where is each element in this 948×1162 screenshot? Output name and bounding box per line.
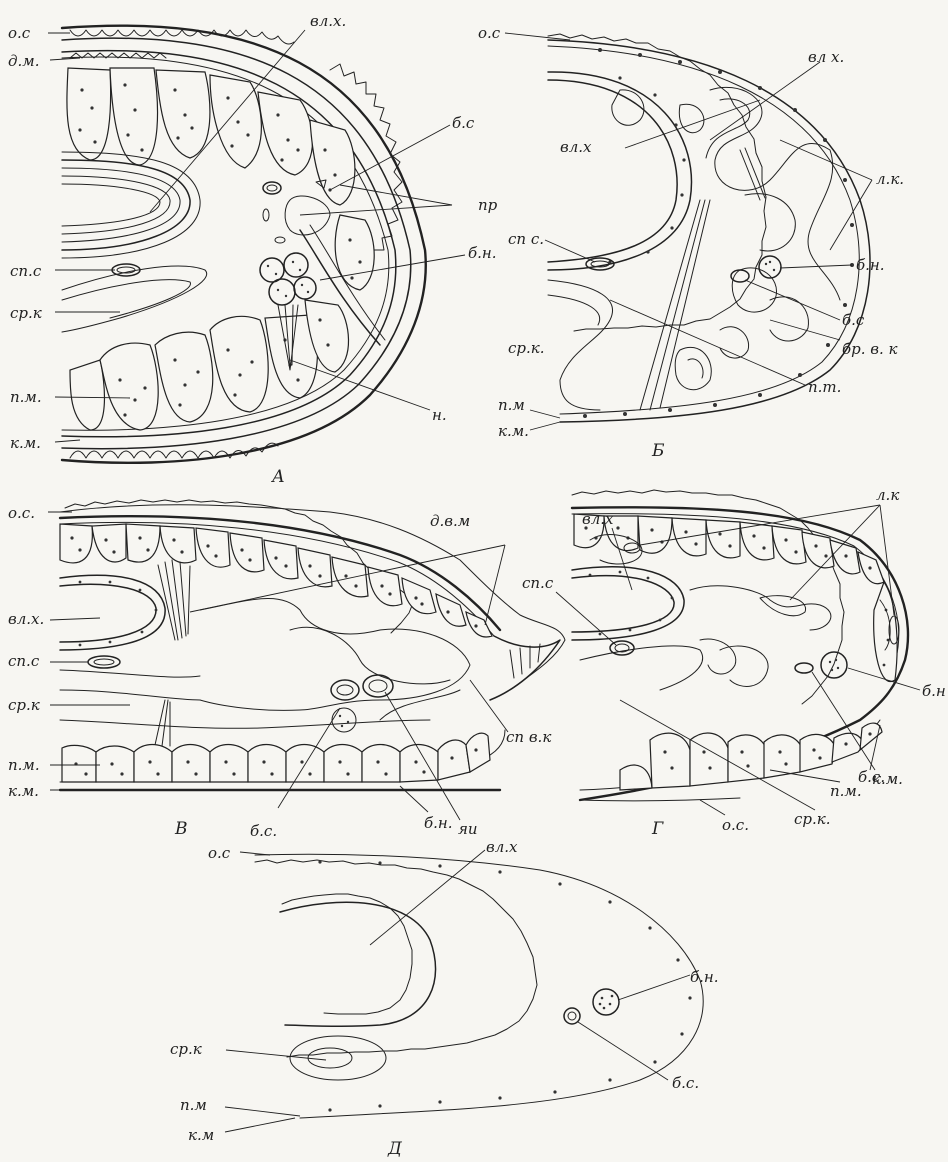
label-g-lk: л.к <box>876 486 899 504</box>
label-b-vlh-top: вл х. <box>808 48 844 66</box>
label-a-srk: ср.к <box>10 304 42 322</box>
label-a-os: о.с <box>8 24 31 42</box>
label-v-spc: сп.с <box>8 652 40 670</box>
panel-letter-a: А <box>271 467 285 487</box>
label-b-pt: п.т. <box>808 378 841 396</box>
label-a-vlh: вл.х. <box>310 12 346 30</box>
label-v-km: к.м. <box>8 782 39 800</box>
label-v-vlh: вл.х. <box>8 610 44 628</box>
label-a-pm: п.м. <box>10 388 42 406</box>
label-b-lk: л.к. <box>876 170 904 188</box>
label-a-spc: сп.с <box>10 262 42 280</box>
label-g-km: к.м. <box>872 770 903 788</box>
label-d-srk: ср.к <box>170 1040 202 1058</box>
label-d-vlh: вл.х <box>486 838 518 856</box>
label-b-brvk: бр. в. к <box>842 340 898 358</box>
label-v-dvm: д.в.м <box>430 512 470 530</box>
label-g-pm: п.м. <box>830 782 862 800</box>
label-b-os: о.с <box>478 24 501 42</box>
label-b-bs: б.с <box>842 311 865 329</box>
label-b-spc: сп с. <box>508 230 544 248</box>
label-g-srk: ср.к. <box>794 810 831 828</box>
label-d-os: о.с <box>208 844 231 862</box>
label-b-bn: б.н. <box>856 256 885 274</box>
label-v-yai: яи <box>458 820 478 838</box>
panel-letter-v: В <box>174 819 188 839</box>
label-g-spc: сп.с <box>522 574 554 592</box>
label-d-pm: п.м <box>180 1096 207 1114</box>
label-b-vlh: вл.х <box>560 138 592 156</box>
panel-b: о.с вл х. вл.х л.к. сп с. б.н. б.с бр. в… <box>478 24 904 461</box>
label-b-pm: п.м <box>498 396 525 414</box>
label-v-os: о.с. <box>8 504 35 522</box>
label-a-bn: б.н. <box>468 244 497 262</box>
panel-a: о.с д.м. вл.х. б.с пр сп.с б.н. ср.к п.м… <box>8 12 498 487</box>
panel-letter-g: Г <box>651 819 664 839</box>
label-a-n: н. <box>432 406 447 424</box>
label-b-srk: ср.к. <box>508 339 545 357</box>
label-a-km: к.м. <box>10 434 41 452</box>
panel-d: о.с вл.х б.н. ср.к б.с. п.м к.м Д <box>170 838 719 1159</box>
label-g-vlh: вл.х <box>582 510 614 528</box>
label-a-dm: д.м. <box>8 52 39 70</box>
panel-v: о.с. д.в.м вл.х. сп.с ср.к п.м. к.м. сп … <box>8 500 565 840</box>
label-v-bs: б.с. <box>250 822 277 840</box>
label-a-pr: пр <box>478 196 498 214</box>
label-d-bn: б.н. <box>690 968 719 986</box>
label-v-spvk: сп в.к <box>506 728 551 746</box>
label-v-bn: б.н. <box>424 814 453 832</box>
panel-letter-b: Б <box>651 441 665 461</box>
label-g-bn: б.н <box>922 682 946 700</box>
label-d-km: к.м <box>188 1126 214 1144</box>
label-a-bs: б.с <box>452 114 475 132</box>
label-g-os: о.с. <box>722 816 749 834</box>
label-d-bs: б.с. <box>672 1074 699 1092</box>
label-v-pm: п.м. <box>8 756 40 774</box>
panel-g: вл.х л.к сп.с б.н б.с. к.м. п.м. ср.к. о… <box>522 486 946 839</box>
label-v-srk: ср.к <box>8 696 40 714</box>
panel-letter-d: Д <box>387 1139 403 1159</box>
label-b-km: к.м. <box>498 422 529 440</box>
